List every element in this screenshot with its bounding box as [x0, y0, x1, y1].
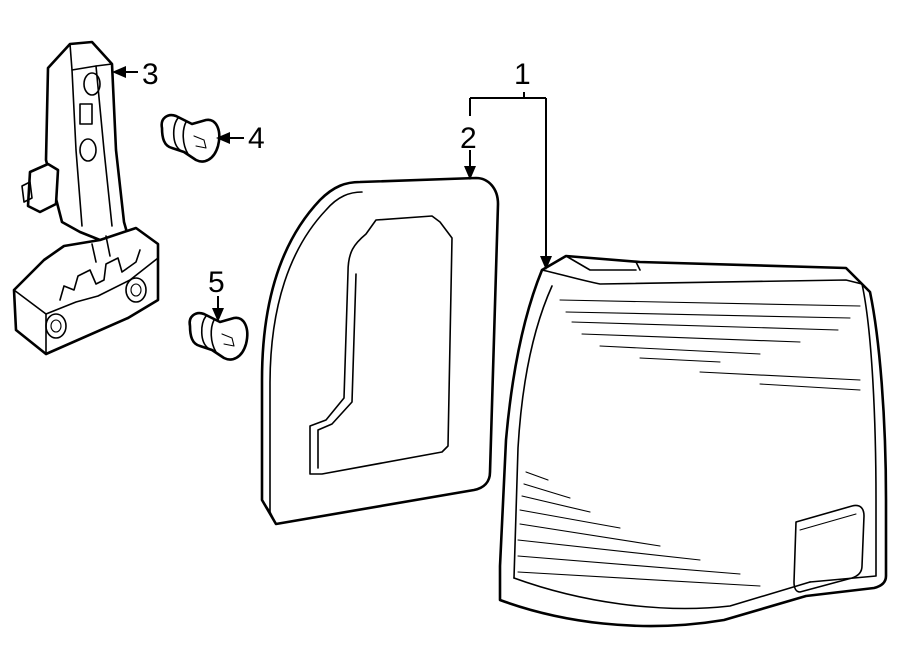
tail-lamp-assembly: [498, 254, 888, 628]
callout-4-label: 4: [248, 122, 265, 155]
bulb-4: [160, 113, 221, 163]
tail-lamp-gasket: [260, 176, 500, 526]
callout-1-label: 1: [514, 58, 531, 91]
bulb-5: [188, 311, 249, 361]
callout-4-leader: [216, 132, 244, 144]
callout-3-label: 3: [142, 58, 159, 91]
callout-1-leader: [469, 92, 552, 270]
bulb-socket-plate: [12, 40, 160, 356]
callout-5-leader: [212, 296, 224, 322]
callout-3-leader: [112, 66, 138, 78]
callout-2-leader: [464, 150, 476, 180]
callout-5-label: 5: [208, 266, 225, 299]
callout-2-label: 2: [460, 122, 477, 155]
